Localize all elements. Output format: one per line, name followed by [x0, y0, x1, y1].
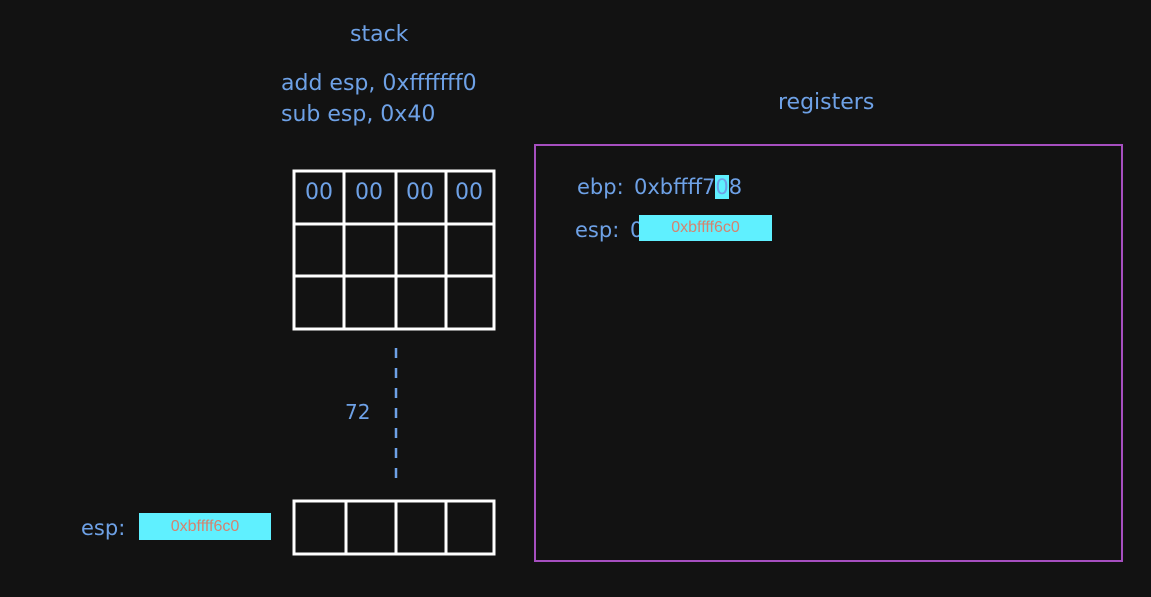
stack-byte-1: 00 [355, 180, 383, 205]
esp-value-highlight: 0xbffff6c0 [639, 215, 772, 241]
stack-esp-value: 0xbffff6c0 [139, 513, 271, 540]
stack-title: stack [350, 22, 409, 47]
stack-esp-label: esp: [81, 516, 126, 540]
stack-top-grid [292, 169, 496, 331]
ebp-value-prefix: 0xbffff7 [634, 175, 716, 199]
ebp-value-highlight: 0 [715, 175, 729, 199]
stack-byte-2: 00 [406, 180, 434, 205]
ebp-label: ebp: [577, 175, 624, 199]
ebp-value: 0xbffff708 [634, 175, 742, 199]
esp-label: esp: [575, 218, 620, 242]
stack-bottom-row [292, 499, 496, 556]
registers-box [534, 144, 1123, 562]
ebp-value-suffix: 8 [728, 175, 743, 199]
stack-byte-0: 00 [305, 180, 333, 205]
registers-title: registers [778, 90, 875, 115]
instruction-sub: sub esp, 0x40 [281, 102, 436, 127]
stack-top-outline [292, 169, 496, 331]
gap-size-label: 72 [345, 400, 371, 424]
instruction-add: add esp, 0xfffffff0 [281, 71, 477, 96]
stack-byte-3: 00 [455, 180, 483, 205]
